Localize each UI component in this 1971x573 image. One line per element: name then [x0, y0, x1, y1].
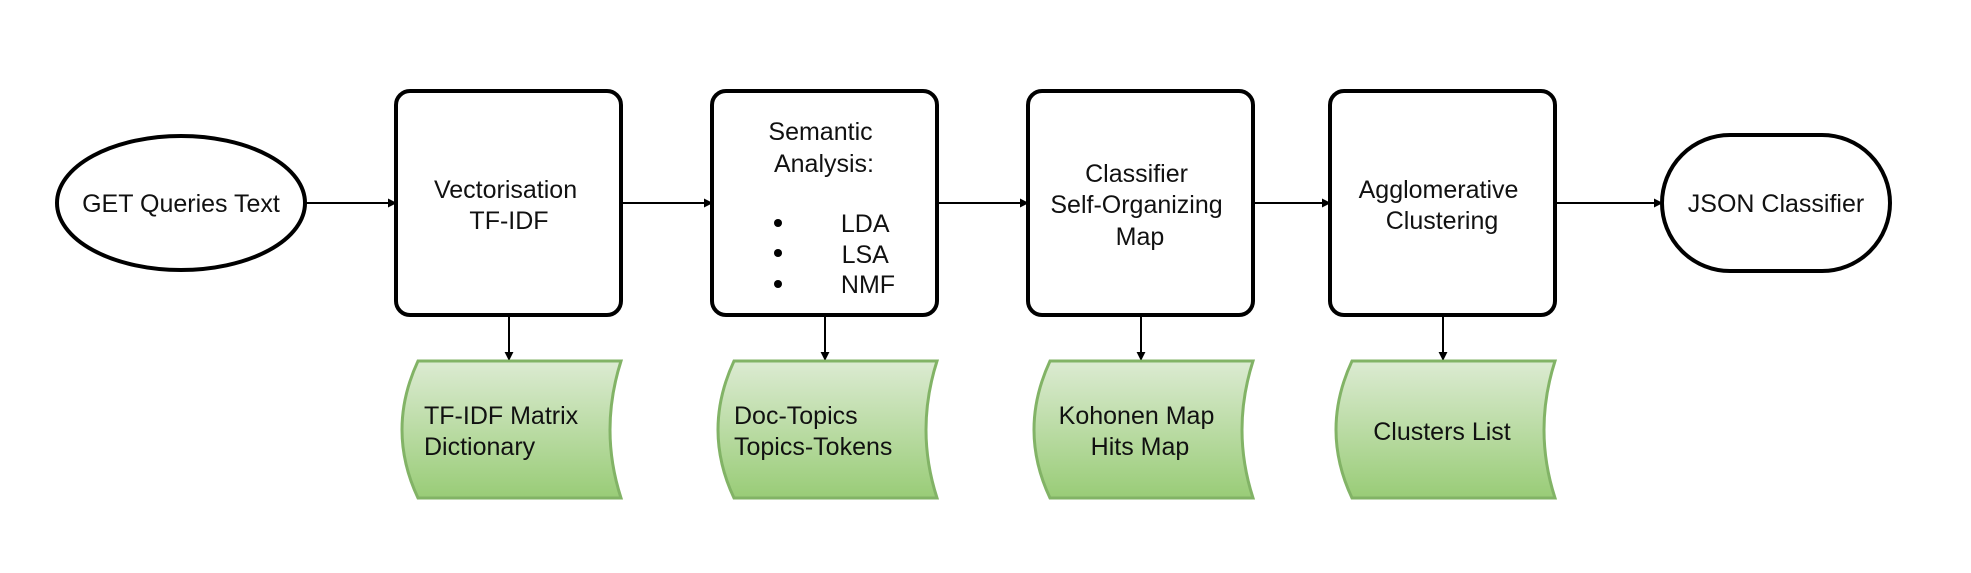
store-clusters: Clusters List — [1334, 359, 1558, 500]
input-ellipse — [55, 134, 307, 272]
clusters-store-label: Clusters List — [1373, 418, 1511, 446]
store-topics: Doc-Topics Topics-Tokens — [716, 359, 940, 500]
node-input: GET Queries Text — [55, 134, 307, 272]
semantic-items: LDA LSA NMF — [841, 210, 895, 299]
node-vectorisation: Vectorisation TF-IDF — [394, 89, 623, 317]
node-classifier: Classifier Self-Organizing Map — [1026, 89, 1255, 317]
semantic-item-nmf: NMF — [841, 271, 895, 299]
topics-store-shape — [716, 359, 940, 500]
clusters-store-shape — [1334, 359, 1558, 500]
semantic-item-lsa: LSA — [842, 241, 890, 269]
tfidf-store-shape — [400, 359, 624, 500]
node-clustering: Agglomerative Clustering — [1328, 89, 1557, 317]
store-kohonen: Kohonen Map Hits Map — [1032, 359, 1256, 500]
semantic-item-lda: LDA — [841, 210, 890, 238]
bullet-icon — [774, 280, 782, 288]
kohonen-store-label: Kohonen Map Hits Map — [1059, 402, 1222, 461]
clustering-box — [1328, 89, 1557, 317]
output-terminator — [1660, 133, 1892, 273]
tfidf-store-label: TF-IDF Matrix Dictionary — [424, 402, 585, 461]
classifier-label: Classifier Self-Organizing Map — [1050, 160, 1229, 251]
bullet-icon — [774, 249, 782, 257]
topics-store-label: Doc-Topics Topics-Tokens — [734, 402, 892, 461]
semantic-title: Semantic Analysis: — [768, 118, 879, 178]
store-tfidf: TF-IDF Matrix Dictionary — [400, 359, 624, 500]
clustering-label: Agglomerative Clustering — [1359, 176, 1526, 235]
input-label: GET Queries Text — [82, 190, 280, 218]
kohonen-store-shape — [1032, 359, 1256, 500]
vectorisation-label: Vectorisation TF-IDF — [434, 176, 584, 235]
semantic-box — [710, 89, 939, 317]
node-semantic-analysis: Semantic Analysis: LDA LSA NMF — [710, 89, 939, 317]
node-output: JSON Classifier — [1660, 133, 1892, 273]
vectorisation-box — [394, 89, 623, 317]
bullet-icon — [774, 219, 782, 227]
classifier-box — [1026, 89, 1255, 317]
output-label: JSON Classifier — [1688, 190, 1864, 218]
